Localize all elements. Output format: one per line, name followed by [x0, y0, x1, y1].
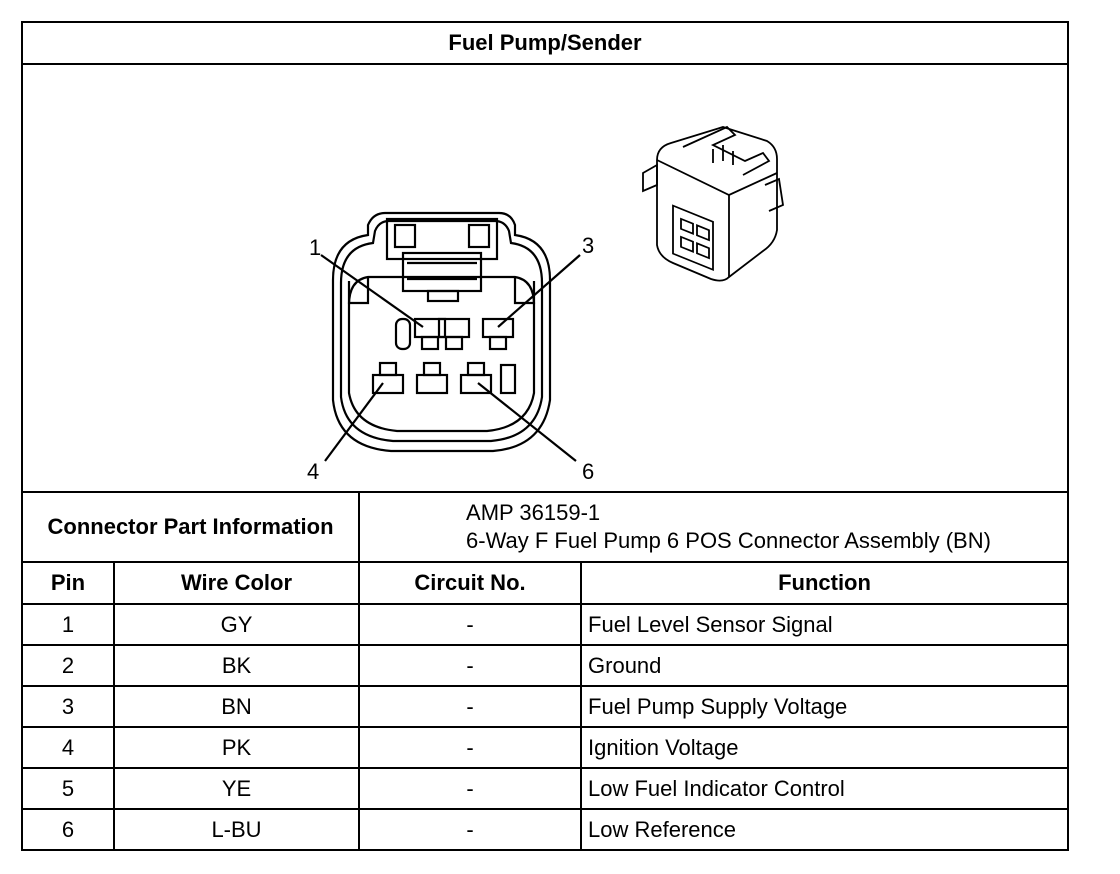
connector-cavity: [347, 275, 536, 433]
iso-terminal: [680, 217, 694, 235]
wire-color-cell: L-BU: [112, 808, 361, 849]
function-cell: Low Fuel Indicator Control: [580, 767, 1067, 810]
connector-description: 6-Way F Fuel Pump 6 POS Connector Assemb…: [466, 528, 991, 553]
pin-cell: 1: [23, 603, 115, 646]
table-row: 4 PK - Ignition Voltage: [23, 726, 1067, 769]
iso-body: [656, 126, 778, 278]
leader-line-pin-4: [324, 382, 384, 462]
iso-terminal: [680, 235, 694, 253]
latch-tab-left: [393, 223, 417, 249]
function-cell: Fuel Pump Supply Voltage: [580, 685, 1067, 728]
header-pin: Pin: [23, 561, 115, 605]
connector-part-number: AMP 36159-1: [466, 500, 601, 525]
latch-tab-right: [467, 223, 491, 249]
connector-info-label: Connector Part Information: [23, 493, 361, 563]
wire-color-cell: GY: [112, 603, 361, 646]
pin-cell: 2: [23, 644, 115, 687]
iso-side-rib: [764, 177, 784, 212]
wire-color-cell: BK: [112, 644, 361, 687]
callout-label-pin-4: 4: [307, 459, 319, 484]
pin-cell: 3: [23, 685, 115, 728]
polarizing-key: [394, 317, 412, 351]
table-row: 5 YE - Low Fuel Indicator Control: [23, 767, 1067, 810]
iso-latch: [682, 125, 771, 176]
connector-info-value: AMP 36159-1 6-Way F Fuel Pump 6 POS Conn…: [358, 493, 1067, 563]
terminal-pin-3: [481, 317, 515, 351]
leader-line-pin-6: [477, 382, 577, 462]
function-cell: Ignition Voltage: [580, 726, 1067, 769]
table-row: 2 BK - Ground: [23, 644, 1067, 687]
circuit-cell: -: [358, 685, 583, 728]
circuit-cell: -: [358, 726, 583, 769]
connector-figure: 1 3 4 6: [23, 65, 1067, 493]
table-row: 3 BN - Fuel Pump Supply Voltage: [23, 685, 1067, 728]
function-cell: Low Reference: [580, 808, 1067, 849]
bottom-key: [499, 363, 517, 395]
connector-outer-shell: [331, 211, 552, 453]
connector-inner-shell: [339, 219, 544, 443]
header-wire-color: Wire Color: [112, 561, 361, 605]
table-row: 1 GY - Fuel Level Sensor Signal: [23, 603, 1067, 646]
pin-cell: 4: [23, 726, 115, 769]
header-function: Function: [580, 561, 1067, 605]
terminal-pin-6: [459, 361, 493, 395]
terminal-pin-1: [413, 317, 447, 351]
circuit-cell: -: [358, 603, 583, 646]
callout-label-pin-1: 1: [309, 235, 321, 260]
side-rib-left: [347, 277, 370, 305]
page-title: Fuel Pump/Sender: [23, 23, 1067, 65]
function-cell: Ground: [580, 644, 1067, 687]
table-row: 6 L-BU - Low Reference: [23, 808, 1067, 849]
circuit-cell: -: [358, 644, 583, 687]
pinout-table: Connector Part Information AMP 36159-1 6…: [23, 493, 1067, 849]
leader-line-pin-3: [497, 254, 581, 328]
circuit-cell: -: [358, 767, 583, 810]
latch-key: [426, 289, 460, 303]
terminal-pin-4: [371, 361, 405, 395]
connector-face-view: [320, 211, 581, 462]
header-circuit-no: Circuit No.: [358, 561, 583, 605]
iso-front-face: [656, 160, 730, 282]
pin-cell: 5: [23, 767, 115, 810]
circuit-cell: -: [358, 808, 583, 849]
wire-color-cell: YE: [112, 767, 361, 810]
iso-cavity: [672, 204, 714, 272]
wire-color-cell: BN: [112, 685, 361, 728]
terminal-pin-2: [437, 317, 471, 351]
leader-line-pin-1: [320, 254, 424, 328]
callout-label-pin-3: 3: [582, 233, 594, 258]
pin-cell: 6: [23, 808, 115, 849]
iso-terminal: [696, 224, 710, 242]
wire-color-cell: PK: [112, 726, 361, 769]
connector-drawing: 1 3 4 6: [307, 125, 784, 484]
terminal-pin-5: [415, 361, 449, 395]
iso-latch-ribs: [712, 145, 734, 165]
callout-label-pin-6: 6: [582, 459, 594, 484]
iso-terminal: [696, 242, 710, 260]
latch-frame: [385, 217, 499, 261]
connector-sheet: Fuel Pump/Sender: [21, 21, 1069, 851]
function-cell: Fuel Level Sensor Signal: [580, 603, 1067, 646]
iso-side-tab: [642, 163, 658, 193]
iso-top-edge: [656, 159, 778, 196]
connector-isometric-view: [642, 125, 784, 282]
